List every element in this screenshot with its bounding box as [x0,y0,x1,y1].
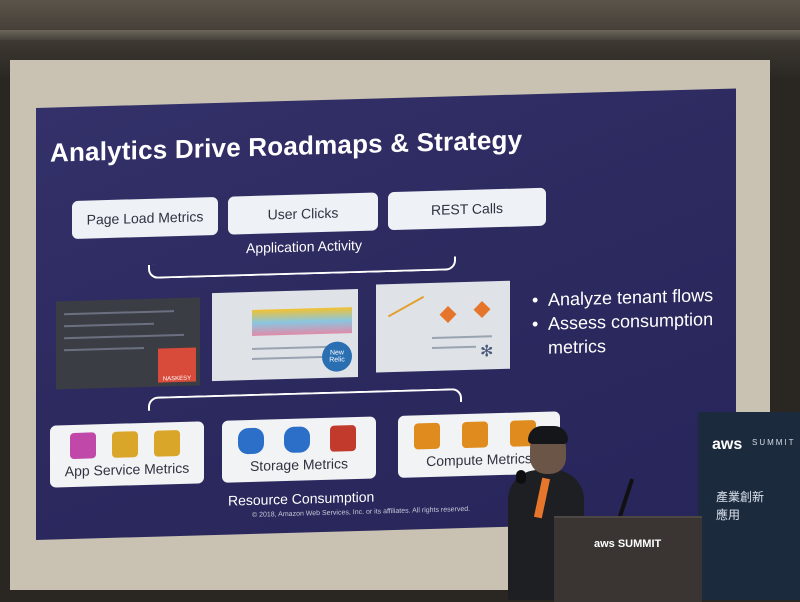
dashboard-screenshot-1: NASKESY [56,297,200,390]
banner-summit-text: SUMMIT [752,438,796,447]
bullet-item: •Assess consumption metrics [532,309,714,358]
storage-icon [284,426,310,454]
storage-icon [238,427,264,455]
app-service-icon [154,429,180,457]
compute-icon [462,421,488,449]
lapel-mic [516,470,526,484]
slide-title: Analytics Drive Roadmaps & Strategy [50,124,523,168]
banner-aws-logo: aws [712,436,743,453]
app-service-icon [112,431,138,458]
storage-metrics-label: Storage Metrics [249,455,349,475]
compute-icon [414,422,440,450]
new-relic-badge: New Relic [322,341,352,373]
presentation-slide: Analytics Drive Roadmaps & Strategy Page… [36,88,736,540]
copyright-notice: © 2018, Amazon Web Services, Inc. or its… [252,505,471,519]
bottom-brace [148,388,462,411]
app-service-icon [70,432,96,460]
top-brace [148,256,456,279]
application-activity-label: Application Activity [246,236,362,257]
speaker-hair [528,426,568,444]
summit-banner [698,412,800,600]
dashboard-screenshot-3: ✻ [376,280,510,373]
podium-logo: aws SUMMIT [594,538,662,550]
user-clicks-pill: User Clicks [228,192,378,235]
rest-calls-pill: REST Calls [388,187,546,231]
storage-icon [330,425,356,452]
app-service-metrics-label: App Service Metrics [64,459,190,480]
dashboard-screenshot-2: New Relic [212,289,358,382]
app-service-metrics-card: App Service Metrics [50,421,204,488]
banner-text: 產業創新 應用 [716,490,765,522]
nasdaq-badge: NASKESY [158,347,196,383]
page-load-metrics-pill: Page Load Metrics [72,196,218,239]
ceiling-beam [0,30,800,40]
resource-consumption-label: Resource Consumption [228,488,375,509]
podium [554,516,702,602]
storage-metrics-card: Storage Metrics [222,416,376,483]
bullet-list: •Analyze tenant flows •Assess consumptio… [532,282,736,360]
